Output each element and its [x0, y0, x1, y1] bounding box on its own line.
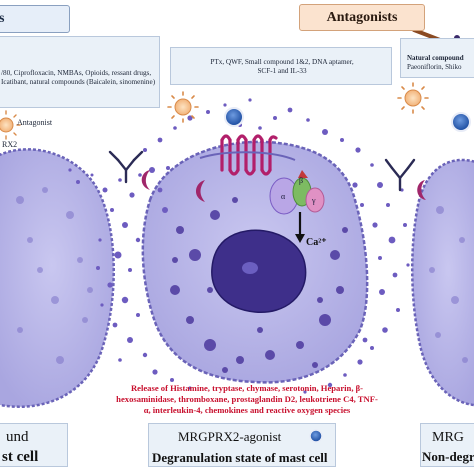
antibody-icon-right: [384, 158, 416, 192]
antagonists-header-label: Antagonists: [326, 10, 398, 25]
bottom-left-line1: und: [6, 429, 29, 445]
natural-compound-line2: Paeoniflorin, Shiko: [407, 63, 462, 71]
label-gamma: γ: [311, 196, 316, 205]
natural-compound-line1: Natural compound: [407, 54, 464, 62]
antagonist-list-line1: PTx, QWF, Small compound 1&2, DNA aptame…: [210, 58, 354, 66]
antibody-icon-left: [108, 150, 144, 184]
calcium-label: Ca²⁺: [306, 237, 327, 248]
crescent-receptor-left: [141, 170, 150, 190]
bottom-left-line2: st cell: [2, 449, 38, 465]
antagonists-header-box: Antagonists: [299, 4, 425, 31]
bottom-mid-line1: MRGPRX2-agonist: [178, 429, 282, 444]
bottom-right-line1: MRG: [432, 430, 464, 445]
label-beta: β: [299, 176, 303, 185]
agonist-ligand-bottom: [309, 429, 323, 443]
mediator-release-text: Release of Histamine, tryptase, chymase,…: [116, 383, 378, 415]
rx2-label: RX2: [2, 140, 18, 149]
right-cell-granules: [429, 206, 468, 363]
bottom-mid-line2: Degranulation state of mast cell: [152, 450, 328, 465]
bottom-right-line2: Non-degranu: [422, 449, 474, 464]
agonist-list-text: /80, Ciprofloxacin, NMBAs, Opioids, ress…: [1, 69, 156, 87]
mast-cell-left: [0, 148, 115, 408]
sun-antagonist-left: [0, 110, 21, 140]
antagonist-list-box: PTx, QWF, Small compound 1&2, DNA aptame…: [170, 47, 392, 85]
antagonist-label: Antagonist: [17, 118, 53, 127]
natural-compound-text: Natural compound Paeoniflorin, Shiko: [407, 54, 474, 72]
released-granules: [68, 98, 410, 394]
nucleus: [211, 229, 307, 313]
sun-ligand-center: [167, 91, 199, 123]
left-cell-granules: [16, 187, 93, 364]
calcium-arrow-head: [295, 234, 305, 243]
nucleolus: [242, 262, 258, 274]
g-protein: [269, 170, 325, 215]
mrgprx2-receptor: [220, 134, 278, 176]
crescent-receptor-center: [195, 180, 205, 202]
antagonist-list-line2: SCF-1 and IL-33: [257, 67, 307, 76]
label-alpha: α: [281, 192, 286, 201]
agonist-ligand-center: [224, 107, 244, 127]
agonist-ligand-right: [451, 112, 471, 132]
agonists-header-label: s: [0, 11, 5, 26]
central-cell-granules: [170, 197, 348, 373]
sun-ligand-right: [397, 82, 429, 114]
mast-cell-right: [411, 158, 474, 407]
antagonist-list-text: PTx, QWF, Small compound 1&2, DNA aptame…: [175, 58, 389, 77]
agonist-list-box: /80, Ciprofloxacin, NMBAs, Opioids, ress…: [0, 36, 160, 108]
membrane-arc: [199, 151, 296, 161]
natural-compound-box: Natural compound Paeoniflorin, Shiko: [400, 38, 474, 78]
agonists-header-box: s: [0, 5, 70, 33]
crescent-receptor-right: [417, 180, 426, 200]
